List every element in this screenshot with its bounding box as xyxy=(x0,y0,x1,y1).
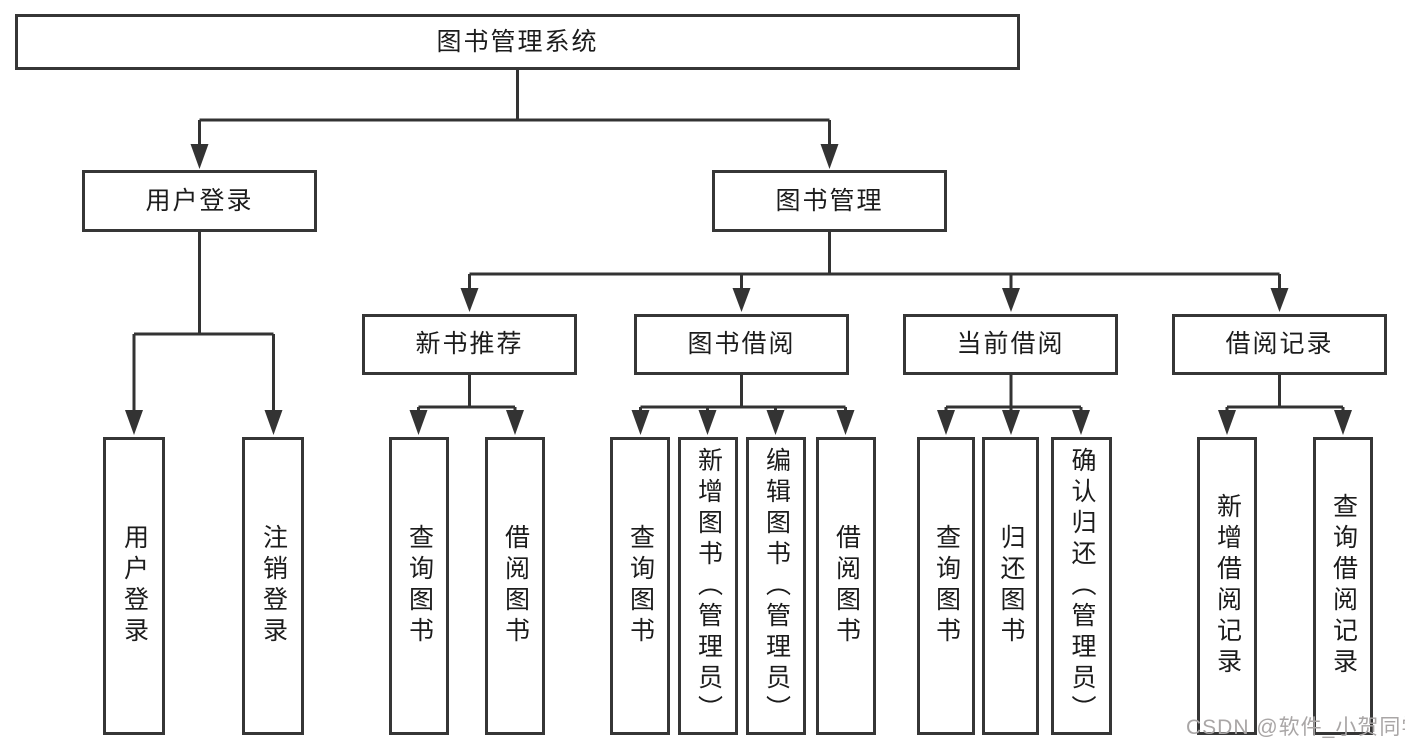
connector-current-borrow-to-leaves xyxy=(937,375,1090,435)
leaf-logout: 注销登录 xyxy=(242,437,304,735)
node-label: 查询图书 xyxy=(932,524,961,648)
node-label: 归还图书 xyxy=(997,524,1025,648)
node-book-borrow: 图书借阅 xyxy=(634,314,849,375)
node-label: 图书管理系统 xyxy=(436,27,599,56)
leaf-query-borrow-record: 查询借阅记录 xyxy=(1313,437,1373,735)
csdn-watermark: CSDN @软件_小贺同学 xyxy=(1186,716,1405,739)
node-label: 图书借阅 xyxy=(687,330,796,358)
node-library-management-system: 图书管理系统 xyxy=(15,14,1020,70)
leaf-borrow-book-recommend: 借阅图书 xyxy=(485,437,545,735)
node-label: 新增借阅记录 xyxy=(1213,493,1242,679)
node-label: 用户登录 xyxy=(145,186,254,215)
connector-new-book-rec-to-leaves xyxy=(409,375,524,435)
connector-borrow-record-to-leaves xyxy=(1218,375,1352,435)
node-label: 用户登录 xyxy=(120,524,149,648)
node-current-borrow: 当前借阅 xyxy=(903,314,1118,375)
connector-user-login-to-leaves xyxy=(125,232,283,435)
connector-root-to-level2 xyxy=(190,70,839,169)
leaf-add-borrow-record: 新增借阅记录 xyxy=(1197,437,1257,735)
node-label: 借阅图书 xyxy=(501,524,530,648)
connector-book-borrow-to-leaves xyxy=(631,375,855,435)
leaf-query-book-borrow: 查询图书 xyxy=(610,437,670,735)
node-label: 当前借阅 xyxy=(956,330,1065,358)
node-label: 注销登录 xyxy=(259,524,288,648)
node-label: 图书管理 xyxy=(775,186,884,215)
node-label: 查询借阅记录 xyxy=(1329,493,1358,679)
leaf-confirm-return-admin: 确认归还（管理员） xyxy=(1051,437,1112,735)
node-label: 借阅图书 xyxy=(832,524,861,648)
leaf-query-book-current: 查询图书 xyxy=(917,437,975,735)
leaf-borrow-book: 借阅图书 xyxy=(816,437,876,735)
node-label: 查询图书 xyxy=(626,524,655,648)
node-borrow-record: 借阅记录 xyxy=(1172,314,1387,375)
node-label: 编辑图书（管理员） xyxy=(762,446,791,726)
leaf-user-login: 用户登录 xyxy=(103,437,165,735)
node-label: 新书推荐 xyxy=(415,330,524,358)
node-label: 查询图书 xyxy=(405,524,434,648)
node-label: 新增图书（管理员） xyxy=(694,446,723,726)
node-book-management: 图书管理 xyxy=(712,170,947,232)
leaf-return-book: 归还图书 xyxy=(982,437,1039,735)
node-label: 借阅记录 xyxy=(1225,330,1334,358)
node-label: 确认归还（管理员） xyxy=(1068,446,1096,726)
node-user-login: 用户登录 xyxy=(82,170,317,232)
node-new-book-recommend: 新书推荐 xyxy=(362,314,577,375)
leaf-edit-book-admin: 编辑图书（管理员） xyxy=(746,437,806,735)
connector-book-mgmt-to-level3 xyxy=(460,232,1289,312)
leaf-add-book-admin: 新增图书（管理员） xyxy=(678,437,738,735)
leaf-query-book-recommend: 查询图书 xyxy=(389,437,449,735)
